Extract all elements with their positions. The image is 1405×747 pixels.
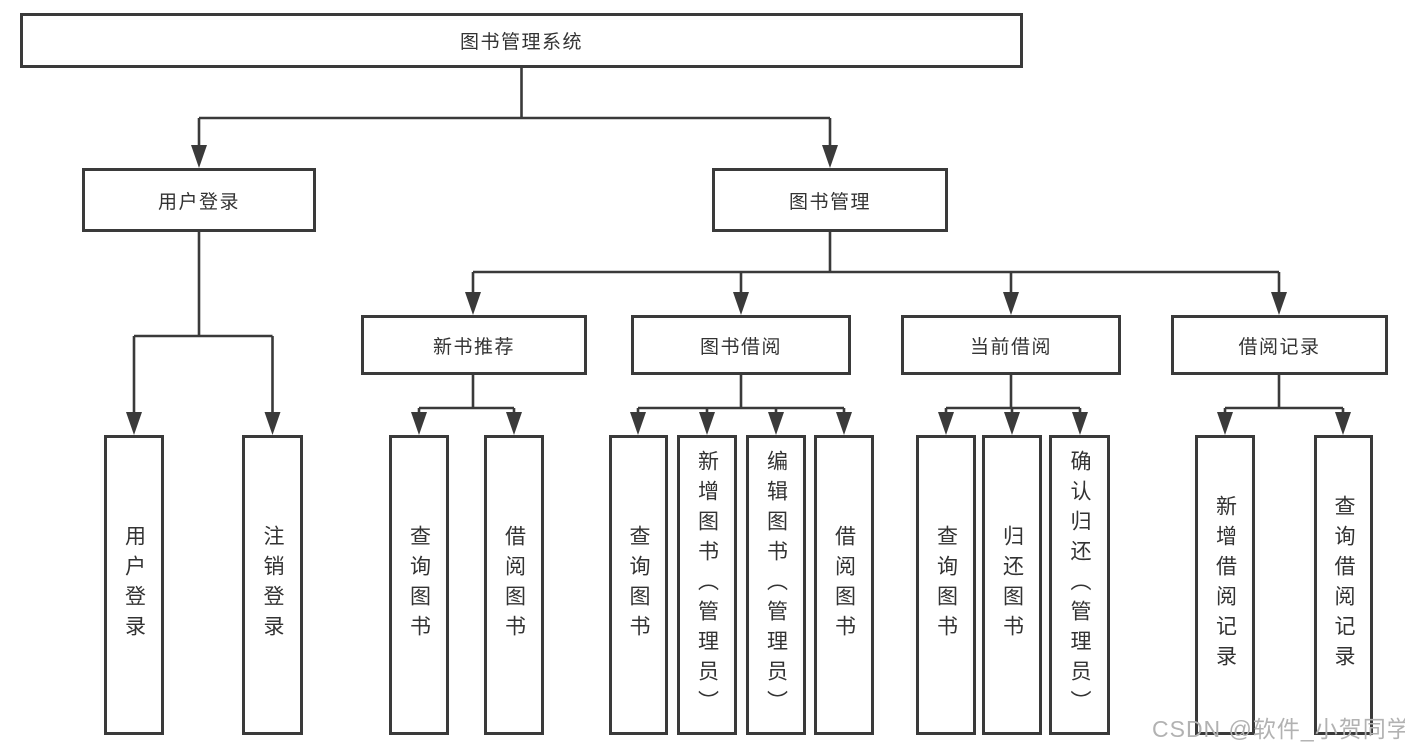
node-borrow-records-label: 借阅记录 <box>1238 336 1321 358</box>
node-leaf-records-add: 新增借阅记录 <box>1195 435 1255 735</box>
arrow-down-icon <box>1217 412 1233 435</box>
node-leaf-borrow-borrow: 借阅图书 <box>814 435 874 735</box>
connector-user-login-children <box>126 232 281 435</box>
node-leaf-borrow-query: 查询图书 <box>609 435 668 735</box>
node-leaf-newbooks-query-label: 查询图书 <box>407 525 431 645</box>
arrow-down-icon <box>1004 412 1020 435</box>
node-leaf-borrow-borrow-label: 借阅图书 <box>832 525 856 645</box>
node-current-borrow: 当前借阅 <box>901 315 1121 375</box>
node-leaf-borrow-add-label: 新增图书（管理员） <box>695 450 719 720</box>
node-leaf-records-add-label: 新增借阅记录 <box>1213 495 1237 675</box>
arrow-down-icon <box>1003 292 1019 315</box>
connector-root-to-level2 <box>191 68 838 168</box>
node-leaf-borrow-query-label: 查询图书 <box>627 525 650 645</box>
node-leaf-newbooks-borrow-label: 借阅图书 <box>502 525 526 645</box>
node-leaf-user-login-label: 用户登录 <box>122 525 146 645</box>
node-leaf-user-login: 用户登录 <box>104 435 164 735</box>
node-leaf-borrow-add: 新增图书（管理员） <box>677 435 737 735</box>
node-book-borrow: 图书借阅 <box>631 315 851 375</box>
node-user-login-label: 用户登录 <box>157 191 240 213</box>
node-leaf-newbooks-query: 查询图书 <box>389 435 449 735</box>
arrow-down-icon <box>768 412 784 435</box>
node-leaf-records-query: 查询借阅记录 <box>1314 435 1373 735</box>
connector-book-borrow-children <box>630 375 852 435</box>
node-leaf-current-confirm-label: 确认归还（管理员） <box>1068 450 1091 720</box>
arrow-down-icon <box>506 412 522 435</box>
node-new-books-label: 新书推荐 <box>432 336 515 358</box>
node-book-mgmt-label: 图书管理 <box>788 191 871 213</box>
node-borrow-records: 借阅记录 <box>1171 315 1388 375</box>
arrow-down-icon <box>264 412 281 435</box>
arrow-down-icon <box>1072 412 1088 435</box>
arrow-down-icon <box>1335 412 1351 435</box>
arrow-down-icon <box>126 412 142 435</box>
connector-book-mgmt-children <box>465 232 1287 315</box>
node-leaf-current-query: 查询图书 <box>916 435 976 735</box>
node-leaf-current-return-label: 归还图书 <box>1000 525 1024 645</box>
node-leaf-logout: 注销登录 <box>242 435 303 735</box>
csdn-watermark: CSDN @软件_小贺同学 <box>1152 716 1405 742</box>
node-book-mgmt: 图书管理 <box>712 168 948 232</box>
node-book-borrow-label: 图书借阅 <box>699 336 782 358</box>
arrow-down-icon <box>938 412 954 435</box>
arrow-down-icon <box>733 292 749 315</box>
arrow-down-icon <box>411 412 427 435</box>
node-user-login: 用户登录 <box>82 168 316 232</box>
node-leaf-current-confirm: 确认归还（管理员） <box>1049 435 1110 735</box>
arrow-down-icon <box>630 412 646 435</box>
node-leaf-newbooks-borrow: 借阅图书 <box>484 435 544 735</box>
arrow-down-icon <box>191 145 207 168</box>
arrow-down-icon <box>822 145 838 168</box>
node-new-books: 新书推荐 <box>361 315 587 375</box>
node-leaf-current-return: 归还图书 <box>982 435 1042 735</box>
arrow-down-icon <box>1271 292 1287 315</box>
node-leaf-records-query-label: 查询借阅记录 <box>1332 495 1355 675</box>
node-leaf-logout-label: 注销登录 <box>261 525 284 645</box>
node-leaf-current-query-label: 查询图书 <box>934 525 958 645</box>
node-current-borrow-label: 当前借阅 <box>969 336 1052 358</box>
connector-new-books-children <box>411 375 522 435</box>
node-leaf-borrow-edit-label: 编辑图书（管理员） <box>764 450 788 720</box>
connector-current-borrow-children <box>938 375 1088 435</box>
connector-borrow-records-children <box>1217 375 1351 435</box>
node-leaf-borrow-edit: 编辑图书（管理员） <box>746 435 806 735</box>
arrow-down-icon <box>836 412 852 435</box>
node-root-label: 图书管理系统 <box>459 32 583 53</box>
arrow-down-icon <box>699 412 715 435</box>
arrow-down-icon <box>465 292 481 315</box>
node-root: 图书管理系统 <box>20 13 1023 68</box>
